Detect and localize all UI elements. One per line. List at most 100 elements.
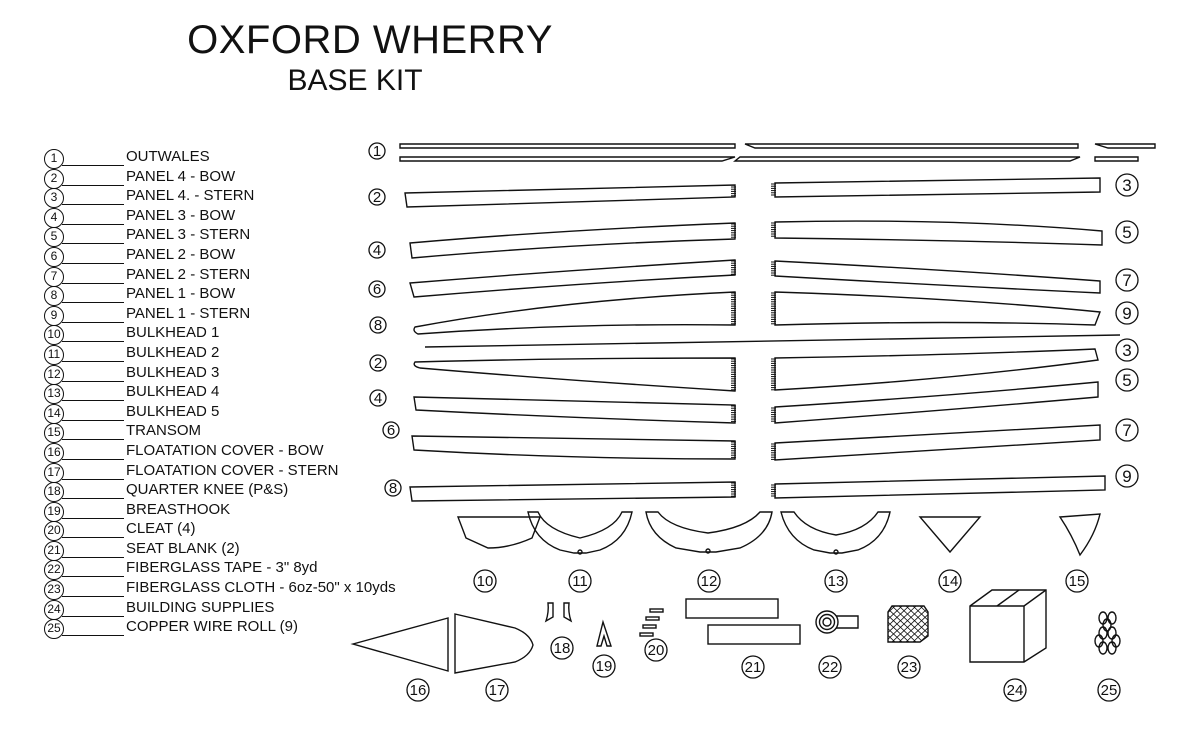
part-callout-number: 13 <box>828 573 845 590</box>
legend-label: PANEL 1 - BOW <box>126 285 236 303</box>
part-callout: 7 <box>1115 418 1139 442</box>
legend-number: 22 <box>44 560 64 581</box>
legend-number: 13 <box>44 384 64 405</box>
legend-label: FLOATATION COVER - STERN <box>126 461 339 479</box>
panel-plank <box>409 222 736 259</box>
legend-label: QUARTER KNEE (P&S) <box>126 481 289 499</box>
legend-label: BULKHEAD 1 <box>126 324 220 342</box>
legend-number: 1 <box>44 149 64 169</box>
part-callout-number: 20 <box>648 642 665 659</box>
legend-label: SEAT BLANK (2) <box>126 539 240 557</box>
part-callout-number: 10 <box>477 573 494 590</box>
panel-plank <box>774 381 1099 424</box>
legend-number: 12 <box>44 364 64 385</box>
legend-label: PANEL 2 - BOW <box>126 245 236 263</box>
legend-leader-line <box>62 243 124 245</box>
panel-plank <box>424 334 1121 348</box>
legend-number: 3 <box>44 188 64 209</box>
part-callout: 9 <box>1115 301 1139 325</box>
part-callout: 25 <box>1097 678 1121 702</box>
legend-row: 9 PANEL 1 - STERN <box>44 304 444 326</box>
fiberglass-cloth-bundle <box>887 605 929 643</box>
part-callout-number: 14 <box>942 573 959 590</box>
part-callout-number: 22 <box>822 659 839 676</box>
part-callout-number: 18 <box>554 640 571 657</box>
legend-leader-line <box>62 615 124 617</box>
part-callout-number: 11 <box>572 573 588 590</box>
floatation-cover-stern-shape <box>454 613 534 674</box>
legend-label: BULKHEAD 2 <box>126 343 220 361</box>
part-callout: 6 <box>368 280 386 298</box>
building-supplies-box <box>969 589 1047 663</box>
bulkhead-1-shape <box>456 516 542 549</box>
part-callout: 5 <box>1115 368 1139 392</box>
part-callout-number: 16 <box>410 682 427 699</box>
legend-label: BULKHEAD 5 <box>126 402 220 420</box>
legend-number: 25 <box>44 619 64 640</box>
part-callout: 6 <box>382 421 400 439</box>
part-callout-number: 23 <box>901 659 918 676</box>
part-callout: 3 <box>1115 173 1139 197</box>
panel-plank <box>774 475 1106 499</box>
part-callout: 2 <box>368 188 386 206</box>
transom-shape <box>1058 513 1101 557</box>
bulkhead-3-shape <box>645 511 773 553</box>
part-callout-number: 9 <box>1122 467 1131 486</box>
legend-leader-line <box>62 478 124 480</box>
legend-label: FLOATATION COVER - BOW <box>126 441 324 459</box>
legend-number: 11 <box>44 344 64 365</box>
legend-leader-line <box>62 184 124 186</box>
legend-number: 2 <box>44 168 64 189</box>
legend-leader-line <box>62 458 124 460</box>
legend-number: 24 <box>44 599 64 620</box>
legend-row: 18 QUARTER KNEE (P&S) <box>44 481 444 503</box>
floatation-cover-bow-shape <box>350 617 449 672</box>
part-callout-number: 25 <box>1101 682 1118 699</box>
bulkhead-notch <box>577 549 583 555</box>
bulkhead-notch <box>705 548 711 554</box>
legend-leader-line <box>62 204 124 206</box>
legend-label: PANEL 2 - STERN <box>126 265 251 283</box>
panel-plank <box>774 177 1101 198</box>
part-callout-number: 1 <box>373 143 381 160</box>
quarter-knee-shape <box>563 602 573 623</box>
bulkhead-5-shape <box>918 516 982 554</box>
legend-label: PANEL 1 - STERN <box>126 304 251 322</box>
legend-leader-line <box>62 302 124 304</box>
part-callout: 9 <box>1115 464 1139 488</box>
panel-plank <box>409 259 736 298</box>
legend-label: BREASTHOOK <box>126 500 231 518</box>
part-callout-number: 12 <box>701 573 718 590</box>
part-callout: 19 <box>592 654 616 678</box>
legend-row: 17 FLOATATION COVER - STERN <box>44 461 444 483</box>
part-callout: 20 <box>644 638 668 662</box>
part-callout-number: 3 <box>1122 176 1131 195</box>
panel-plank <box>409 481 736 502</box>
breasthook-shape <box>596 619 612 647</box>
legend-number: 18 <box>44 482 64 503</box>
part-callout: 23 <box>897 655 921 679</box>
legend-leader-line <box>62 537 124 539</box>
panel-plank <box>413 291 736 335</box>
legend-leader-line <box>62 321 124 323</box>
copper-wire-rolls <box>1094 611 1121 655</box>
part-callout: 8 <box>369 316 387 334</box>
legend-leader-line <box>62 360 124 362</box>
panel-plank <box>774 291 1101 326</box>
part-callout-number: 6 <box>373 281 381 298</box>
legend-leader-line <box>62 380 124 382</box>
legend-number: 9 <box>44 305 64 326</box>
legend-number: 17 <box>44 462 64 483</box>
part-callout-number: 4 <box>374 390 382 407</box>
